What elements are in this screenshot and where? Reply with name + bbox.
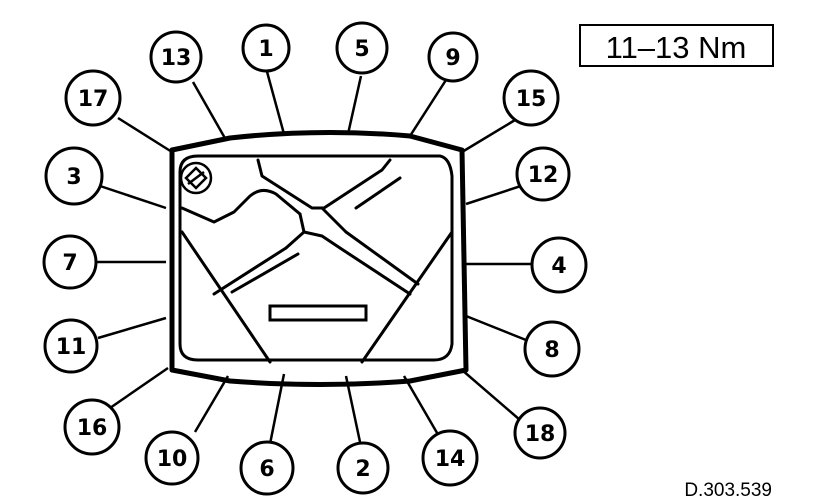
bolt-callout-circle bbox=[515, 146, 571, 202]
bolt-callout-3: 3 bbox=[44, 146, 104, 206]
bolt-number: 4 bbox=[551, 254, 566, 279]
bolt-callout-circle bbox=[239, 440, 295, 496]
bolt-callout-15: 15 bbox=[502, 69, 560, 127]
bolt-callout-circle bbox=[421, 429, 479, 487]
bolt-number: 13 bbox=[161, 46, 192, 71]
bolt-number: 8 bbox=[544, 338, 559, 363]
bolt-callout-14: 14 bbox=[421, 429, 479, 487]
bolt-callout-circle bbox=[149, 30, 203, 84]
bolt-callout-2: 2 bbox=[336, 441, 390, 495]
inner-ribs bbox=[180, 158, 454, 364]
figure-reference: D.303.539 bbox=[684, 480, 772, 501]
bolt-callout-circle bbox=[42, 234, 98, 290]
bolt-callout-circle bbox=[144, 430, 200, 486]
bolt-callout-circle bbox=[336, 441, 390, 495]
torque-spec-text: 11–13 Nm bbox=[606, 30, 747, 65]
bolt-callout-circle bbox=[335, 21, 389, 75]
bolt-callout-13: 13 bbox=[149, 30, 203, 84]
bolt-callout-8: 8 bbox=[523, 320, 581, 378]
bolt-number: 7 bbox=[62, 251, 77, 276]
bolt-callout-7: 7 bbox=[42, 234, 98, 290]
cover-gasket-outline bbox=[169, 129, 469, 387]
bolt-callout-5: 5 bbox=[335, 21, 389, 75]
bolt-callout-circle bbox=[427, 31, 479, 83]
leader-lines bbox=[96, 67, 533, 445]
bolt-callout-circle bbox=[43, 318, 99, 374]
bolt-number: 6 bbox=[259, 457, 274, 482]
bolt-callout-circle bbox=[530, 236, 588, 294]
bolt-callout-17: 17 bbox=[64, 69, 122, 127]
bolt-callout-10: 10 bbox=[144, 430, 200, 486]
inspection-slot bbox=[268, 304, 368, 322]
torque-spec-box: 11–13 Nm bbox=[579, 24, 774, 67]
bolt-callout-circle bbox=[513, 406, 567, 460]
bolt-callout-circle bbox=[64, 69, 122, 127]
bolt-number: 14 bbox=[435, 447, 466, 472]
bolt-number: 15 bbox=[516, 87, 547, 112]
bolt-number: 2 bbox=[355, 457, 370, 482]
bolt-callout-circle bbox=[63, 398, 121, 456]
bolt-number: 5 bbox=[354, 37, 369, 62]
bolt-number: 3 bbox=[66, 165, 81, 190]
bolt-number: 18 bbox=[525, 422, 556, 447]
bolt-callout-18: 18 bbox=[513, 406, 567, 460]
bolt-callout-4: 4 bbox=[530, 236, 588, 294]
bolt-number: 16 bbox=[77, 416, 108, 441]
bolt-number: 1 bbox=[258, 37, 273, 62]
bolt-number: 9 bbox=[445, 46, 460, 71]
bolt-callout-11: 11 bbox=[43, 318, 99, 374]
bolt-callout-circle bbox=[44, 146, 104, 206]
bolt-number: 12 bbox=[528, 163, 559, 188]
drain-plug bbox=[179, 161, 213, 195]
bolt-number: 17 bbox=[78, 87, 109, 112]
bolt-callout-1: 1 bbox=[241, 23, 291, 73]
bolt-callout-6: 6 bbox=[239, 440, 295, 496]
bolt-callout-12: 12 bbox=[515, 146, 571, 202]
bolt-callout-circle bbox=[523, 320, 581, 378]
bolt-callout-circle bbox=[502, 69, 560, 127]
bolt-callout-9: 9 bbox=[427, 31, 479, 83]
bolt-number: 10 bbox=[157, 447, 188, 472]
bolt-callout-circle bbox=[241, 23, 291, 73]
bolt-callout-16: 16 bbox=[63, 398, 121, 456]
bolt-number: 11 bbox=[56, 335, 87, 360]
